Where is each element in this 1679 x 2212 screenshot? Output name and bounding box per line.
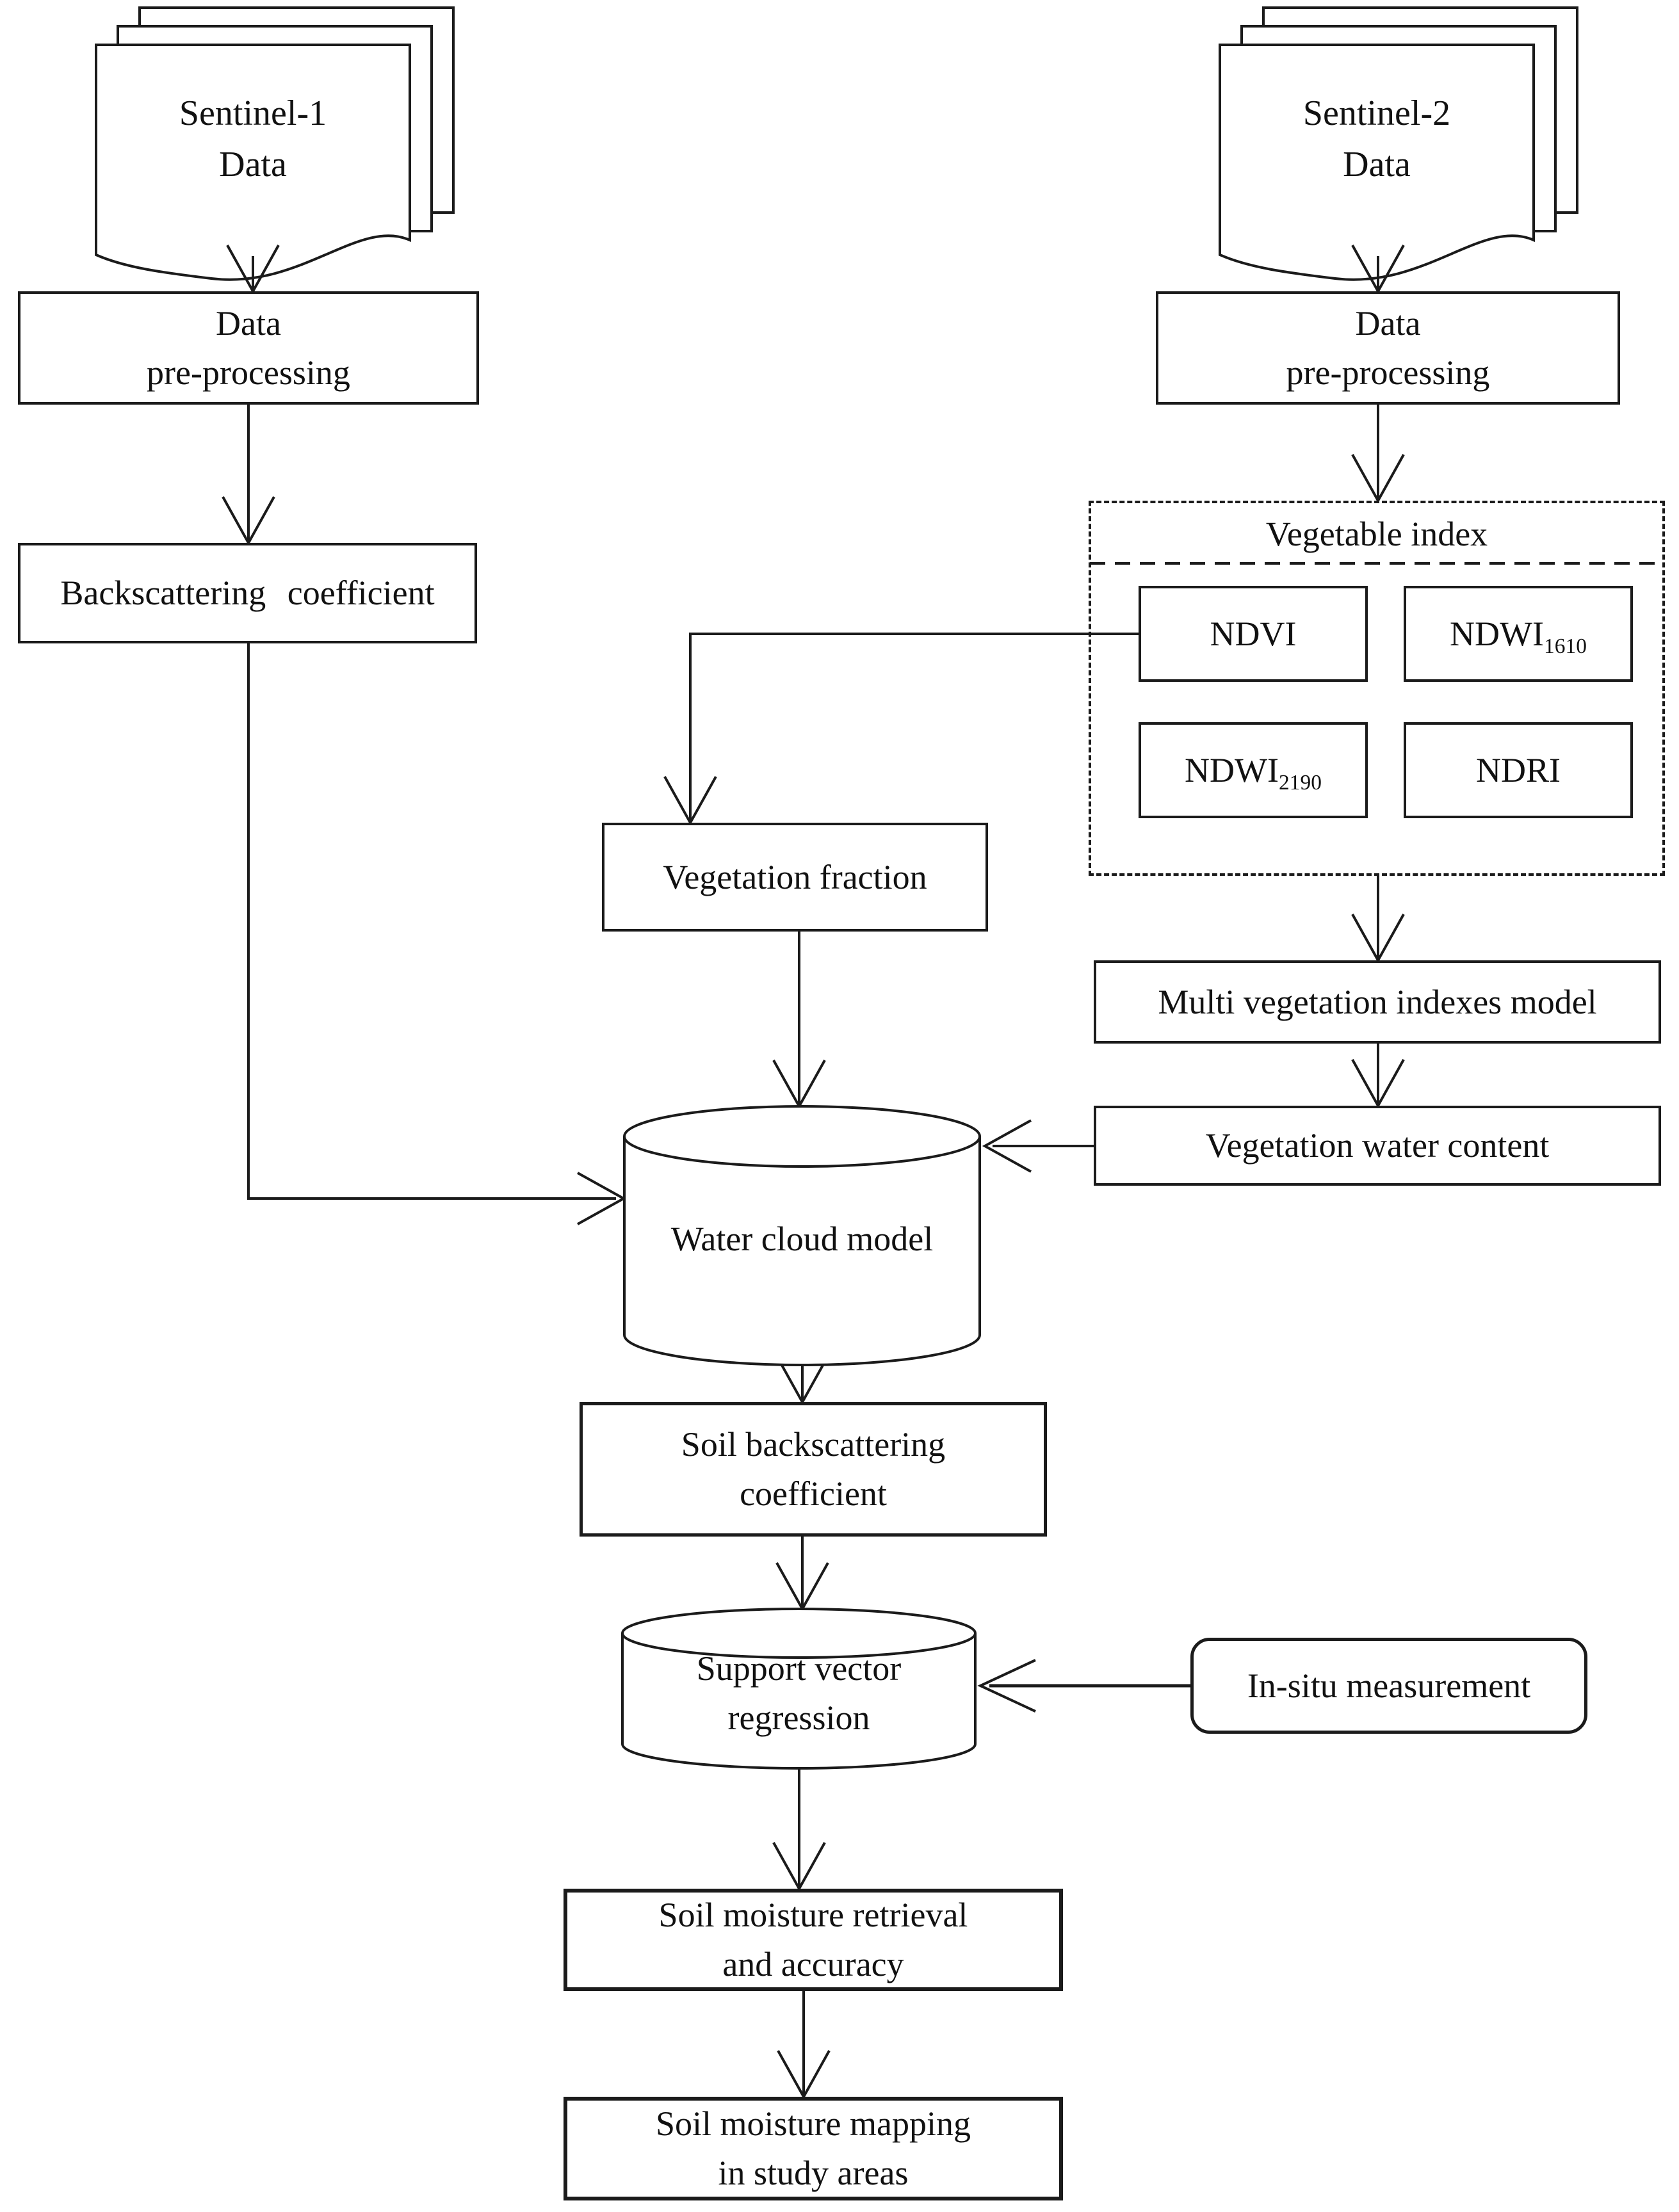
ndvi-label: NDVI: [1210, 614, 1297, 653]
water-cloud-model-label: Water cloud model: [670, 1219, 934, 1258]
document-page-front: [95, 44, 411, 281]
cylinder-top: [623, 1105, 981, 1168]
cylinder-body: [621, 1633, 977, 1770]
sentinel2-document-stack-icon: [1219, 6, 1578, 281]
soil-moisture-mapping-box: Soil moisture mapping in study areas: [564, 2097, 1063, 2200]
water-cloud-cylinder-icon: [623, 1105, 981, 1366]
vegetable-index-title: Vegetable index: [1089, 510, 1665, 558]
arrow-vegetation-water-to-water-cloud: [982, 1119, 1094, 1173]
soil-backscatter-line2: coefficient: [740, 1474, 887, 1513]
mapping-line1: Soil moisture mapping: [656, 2104, 971, 2143]
vegetation-fraction-box: Vegetation fraction: [602, 823, 988, 932]
preproc-right-line2: pre-processing: [1286, 353, 1490, 392]
backscattering-coefficient-box: Backscattering coefficient: [18, 543, 477, 643]
ndwi2190-label: NDWI2190: [1185, 750, 1322, 795]
preproc-left-line1: Data: [216, 303, 281, 343]
svr-label: Support vector regression: [696, 1649, 902, 1737]
insitu-label: In-situ measurement: [1247, 1666, 1531, 1705]
svr-cylinder-icon: [621, 1608, 977, 1770]
mapping-line2: in study areas: [718, 2154, 909, 2192]
sentinel2-label: Sentinel-2 Data: [1220, 86, 1534, 192]
ndri-box: NDRI: [1404, 722, 1633, 818]
vegetable-index-title-text: Vegetable index: [1265, 514, 1488, 553]
vegetation-water-label: Vegetation water content: [1205, 1126, 1550, 1165]
soil-backscatter-line1: Soil backscattering: [681, 1425, 946, 1464]
insitu-measurement-box: In-situ measurement: [1190, 1638, 1587, 1734]
backscattering-label: Backscattering coefficient: [60, 574, 435, 613]
multi-vegetation-indexes-model-box: Multi vegetation indexes model: [1094, 960, 1661, 1044]
arrow-insitu-to-svr: [977, 1659, 1190, 1713]
sentinel1-line2: Data: [219, 144, 287, 184]
ndwi1610-box: NDWI1610: [1404, 586, 1633, 682]
sentinel2-line1: Sentinel-2: [1302, 93, 1451, 133]
vegetable-index-container: [1089, 501, 1665, 876]
sentinel1-document-stack-icon: [95, 6, 455, 281]
cylinder-top: [621, 1608, 977, 1659]
soil-moisture-retrieval-box: Soil moisture retrieval and accuracy: [564, 1889, 1063, 1991]
soil-backscattering-coefficient-box: Soil backscattering coefficient: [580, 1402, 1047, 1537]
data-preprocessing-left-box: Data pre-processing: [18, 291, 479, 405]
document-page-front: [1219, 44, 1535, 281]
multi-vegetation-label: Multi vegetation indexes model: [1158, 982, 1597, 1021]
retrieval-line2: and accuracy: [722, 1945, 904, 1983]
preproc-left-line2: pre-processing: [147, 353, 350, 392]
vegetation-water-content-box: Vegetation water content: [1094, 1106, 1661, 1186]
vegetation-fraction-label: Vegetation fraction: [663, 857, 927, 896]
sentinel2-line2: Data: [1343, 144, 1411, 184]
sentinel1-label: Sentinel-1 Data: [96, 86, 410, 192]
data-preprocessing-right-box: Data pre-processing: [1156, 291, 1620, 405]
ndwi1610-label: NDWI1610: [1450, 614, 1587, 658]
ndvi-box: NDVI: [1139, 586, 1368, 682]
retrieval-line1: Soil moisture retrieval: [658, 1896, 968, 1935]
preproc-right-line1: Data: [1355, 303, 1421, 343]
sentinel1-line1: Sentinel-1: [179, 93, 327, 133]
ndri-label: NDRI: [1476, 750, 1561, 789]
cylinder-body: [623, 1136, 981, 1366]
ndwi2190-box: NDWI2190: [1139, 722, 1368, 818]
